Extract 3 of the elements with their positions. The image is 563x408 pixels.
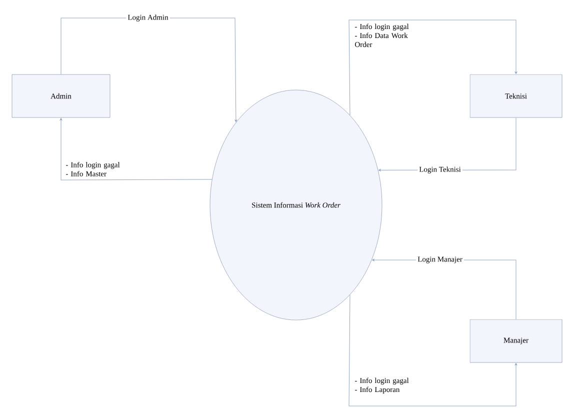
arrow [60, 118, 212, 180]
arrow [348, 294, 518, 406]
arrow [348, 20, 518, 116]
